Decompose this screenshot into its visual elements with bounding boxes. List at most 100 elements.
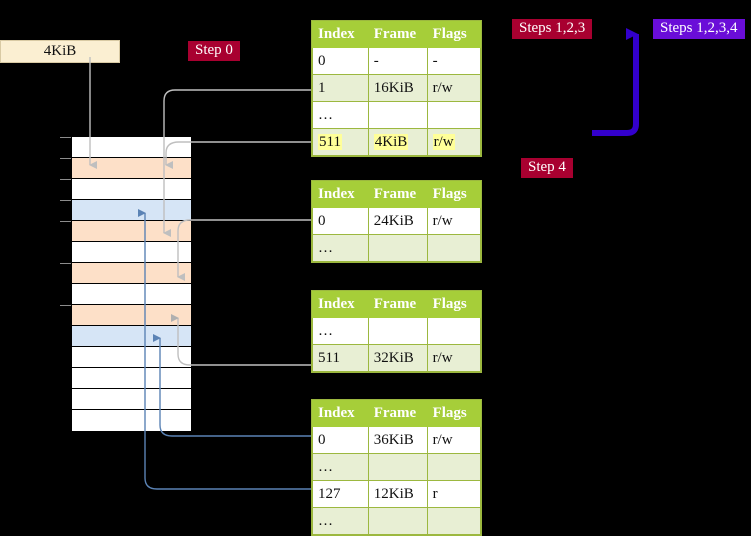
- table-cell: [426, 453, 482, 481]
- table-cell: r/w: [426, 344, 482, 372]
- table-cell: [367, 317, 428, 345]
- table-cell: r/w: [426, 128, 482, 156]
- column-header: Index: [312, 21, 369, 48]
- column-header: Index: [312, 291, 369, 318]
- table-cell: …: [312, 317, 369, 345]
- memory-frame-row: [72, 284, 191, 305]
- memory-frame-row: [72, 263, 191, 284]
- table-cell: 0: [312, 426, 369, 454]
- table-cell: 12KiB: [367, 480, 428, 508]
- memory-frame-row: [72, 221, 191, 242]
- memory-frame-row: [72, 410, 191, 431]
- table-cell: 36KiB: [367, 426, 428, 454]
- table-cell: [426, 507, 482, 535]
- table-cell: r/w: [426, 207, 482, 235]
- column-header: Flags: [426, 21, 482, 48]
- steps-123-label: Steps 1,2,3: [519, 20, 586, 36]
- table-row: …: [312, 234, 482, 262]
- column-header: Frame: [367, 291, 428, 318]
- table-row: 0--: [312, 47, 482, 75]
- table-cell: [367, 507, 428, 535]
- table-cell: 4KiB: [367, 128, 428, 156]
- table-row: …: [312, 453, 482, 481]
- step-0-label: Step 0: [195, 42, 233, 58]
- memory-frame-row: [72, 137, 191, 158]
- table-cell: [367, 234, 428, 262]
- table-cell: …: [312, 507, 369, 535]
- frame-tick-mark: [60, 137, 71, 138]
- frame-tick-mark: [60, 200, 71, 201]
- highlighted-value: r/w: [432, 133, 455, 150]
- column-header: Frame: [367, 21, 428, 48]
- step-4-badge: Step 4: [521, 158, 573, 178]
- table-cell: r: [426, 480, 482, 508]
- memory-frame-row: [72, 158, 191, 179]
- table-cell: [426, 234, 482, 262]
- table-cell: -: [426, 47, 482, 75]
- step-4-label: Step 4: [528, 159, 566, 175]
- table-cell: [426, 101, 482, 129]
- frame-tick-mark: [60, 179, 71, 180]
- table-row: …: [312, 101, 482, 129]
- table-cell: -: [367, 47, 428, 75]
- frame-size-label: 4KiB: [43, 43, 77, 59]
- column-header: Flags: [426, 291, 482, 318]
- table-cell: 16KiB: [367, 74, 428, 102]
- table-cell: 0: [312, 207, 369, 235]
- column-header: Flags: [426, 400, 482, 427]
- steps-1234-badge: Steps 1,2,3,4: [653, 19, 745, 39]
- frame-tick-mark: [60, 221, 71, 222]
- table-cell: 127: [312, 480, 369, 508]
- frame-tick-mark: [60, 305, 71, 306]
- table-cell: 511: [312, 344, 369, 372]
- highlighted-value: 511: [318, 133, 342, 150]
- column-header: Frame: [367, 181, 428, 208]
- table-cell: [426, 317, 482, 345]
- table-cell: 0: [312, 47, 369, 75]
- memory-frame-row: [72, 326, 191, 347]
- table-row: …: [312, 317, 482, 345]
- table-cell: 32KiB: [367, 344, 428, 372]
- step-0-badge: Step 0: [188, 41, 240, 61]
- table-cell: …: [312, 101, 369, 129]
- memory-frame-row: [72, 305, 191, 326]
- column-header: Index: [312, 181, 369, 208]
- frame-tick-mark: [60, 158, 71, 159]
- physical-memory-grid: [60, 136, 192, 431]
- memory-frame-row: [72, 389, 191, 410]
- table-cell: r/w: [426, 74, 482, 102]
- table-row: 511 4KiB r/w: [312, 128, 482, 156]
- table-row: …: [312, 507, 482, 535]
- table-cell: [367, 453, 428, 481]
- steps-1234-label: Steps 1,2,3,4: [660, 20, 738, 36]
- column-header: Index: [312, 400, 369, 427]
- memory-frame-row: [72, 200, 191, 221]
- table-cell: [367, 101, 428, 129]
- memory-frame-row: [72, 179, 191, 200]
- table-cell: 511: [312, 128, 369, 156]
- frame-size-legend: 4KiB: [0, 40, 120, 63]
- column-header: Frame: [367, 400, 428, 427]
- memory-frame-row: [72, 368, 191, 389]
- table-cell: 24KiB: [367, 207, 428, 235]
- memory-frame-row: [72, 347, 191, 368]
- steps-123-badge: Steps 1,2,3: [512, 19, 593, 39]
- frame-tick-mark: [60, 263, 71, 264]
- highlighted-value: 4KiB: [373, 133, 409, 150]
- table-cell: r/w: [426, 426, 482, 454]
